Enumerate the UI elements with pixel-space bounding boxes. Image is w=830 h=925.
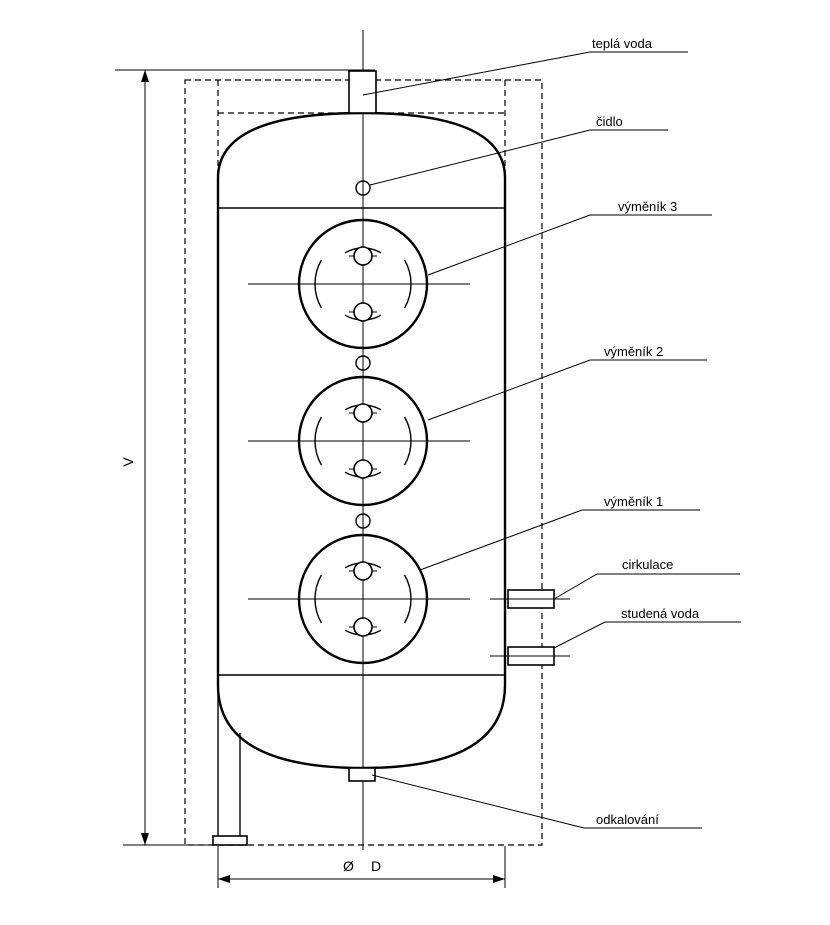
label-sensor: čidlo [596,114,623,129]
label-circulation: cirkulace [622,557,673,572]
height-dimension: V [115,69,375,846]
exchanger-1-inlet-port [353,561,373,581]
exchanger-1-outlet-port [353,617,373,637]
diameter-label: D [371,858,381,874]
hot-water-pipe [348,70,377,114]
exchangers-group [248,218,470,665]
label-exchanger-1: výměník 1 [604,494,663,509]
height-label: V [120,457,136,467]
exchanger-3-outlet-port [353,302,373,322]
label-exchanger-3: výměník 3 [618,199,677,214]
exchanger-2-arc-left [314,416,323,466]
drain-pipe [348,767,376,782]
diameter-dimension: Ø D [217,846,506,888]
cold-water-pipe [490,646,570,666]
circulation-pipe [490,589,570,609]
exchanger-1-arc-right [403,574,412,624]
sensor-port-mid-lower [355,513,371,529]
exchanger-2-flange [297,375,429,507]
exchanger-2-arc-right [403,416,412,466]
exchanger-2-inlet-port [353,403,373,423]
label-cold-water: studená voda [621,606,700,621]
exchanger-3-arc-left [314,259,323,309]
label-exchanger-2: výměník 2 [604,344,663,359]
exchanger-3-inlet-port [353,246,373,266]
exchanger-1-flange [297,533,429,665]
label-hot-water: teplá voda [592,36,653,51]
sensor-port-mid-upper [355,355,371,371]
tank-leg [212,685,248,846]
label-drain: odkalování [596,812,659,827]
exchanger-3-flange [297,218,429,350]
diameter-symbol: Ø [343,858,354,874]
sensor-port-top [355,180,371,196]
exchanger-2-outlet-port [353,459,373,479]
exchanger-1-arc-left [314,574,323,624]
leader-lines [362,51,741,829]
exchanger-3-arc-right [403,259,412,309]
